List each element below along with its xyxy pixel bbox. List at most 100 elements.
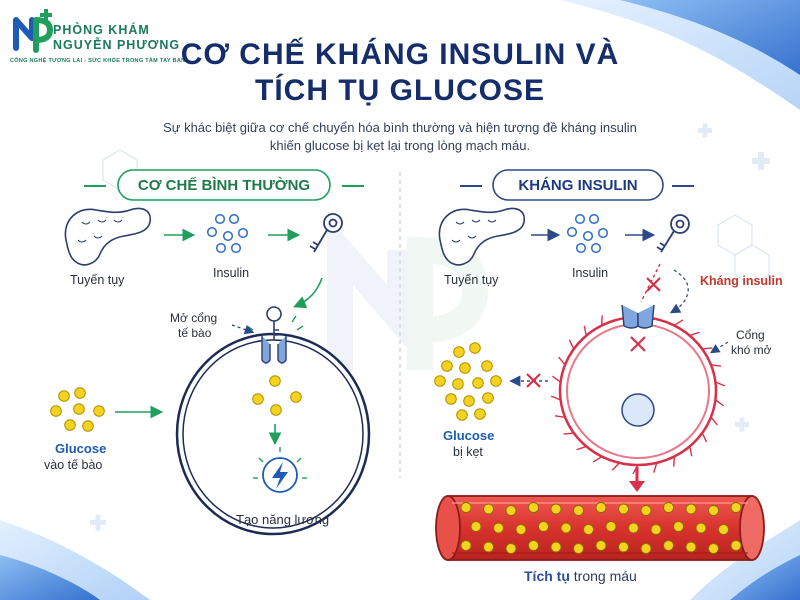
brand-slogan: CÔNG NGHỆ TƯƠNG LAI - SỨC KHỎE TRONG TẦM… xyxy=(10,58,186,64)
arrow-key-to-gate xyxy=(293,277,323,309)
cell-spike xyxy=(551,375,561,383)
resist-label: Kháng insulin xyxy=(700,274,783,288)
blocked-path xyxy=(640,263,661,303)
brand-name-line1: PHÒNG KHÁM xyxy=(53,23,150,37)
stuck-glucose-label: Glucose xyxy=(443,428,495,443)
normal-glucose-sub: vào tế bào xyxy=(44,458,103,472)
normal-section-title: CƠ CHẾ BÌNH THƯỜNG xyxy=(137,177,311,194)
resistance-section-title: KHÁNG INSULIN xyxy=(518,177,638,194)
cell-spike xyxy=(653,462,658,473)
glucose-dot xyxy=(730,502,742,513)
glucose-dot xyxy=(528,502,539,513)
cell-spike xyxy=(592,455,603,463)
decorative-plus-icon xyxy=(90,123,770,531)
energy-bolt-icon xyxy=(253,447,307,493)
glucose-dot xyxy=(730,540,742,551)
clinic-logo-icon xyxy=(13,9,53,53)
gate-label-pointer xyxy=(231,324,255,335)
glucose-dot xyxy=(550,541,562,553)
gate-label-pointer xyxy=(709,341,729,354)
cell-spike xyxy=(611,462,620,471)
glucose-dot xyxy=(483,503,494,515)
arrow-to-vessel-head xyxy=(629,481,645,492)
glucose-dot xyxy=(618,541,629,553)
normal-glucose-label: Glucose xyxy=(55,441,107,456)
glucose-dot xyxy=(650,524,662,535)
glucose-group-left xyxy=(50,387,105,432)
cell-spike xyxy=(568,339,575,350)
glucose-dot xyxy=(505,505,517,516)
glucose-dot xyxy=(560,522,572,534)
resistance-pancreas-label: Tuyến tụy xyxy=(444,273,499,287)
glucose-dot xyxy=(528,540,539,551)
glucose-dot xyxy=(605,521,617,532)
cell-spike xyxy=(673,319,684,327)
cell-spike xyxy=(583,325,587,336)
glucose-dot xyxy=(538,521,549,532)
glucose-dot xyxy=(505,543,517,554)
cell-spike xyxy=(576,445,587,451)
glucose-dot xyxy=(583,524,594,535)
cell-spike xyxy=(554,415,566,418)
resist-label-pointer xyxy=(669,269,689,314)
glucose-in-blood xyxy=(460,502,742,554)
glucose-dot xyxy=(663,502,674,513)
cell-spike xyxy=(702,347,713,350)
closed-receptor-icon xyxy=(621,304,655,329)
glucose-inside-cell xyxy=(252,375,302,416)
cell-spike xyxy=(632,464,639,475)
glucose-dot xyxy=(573,505,584,516)
insulin-molecules-icon xyxy=(206,213,249,254)
glucose-dot xyxy=(595,502,607,513)
glucose-group-stuck xyxy=(434,342,502,421)
pancreas-icon xyxy=(64,207,152,266)
open-receptor-icon xyxy=(246,306,304,364)
normal-insulin-label: Insulin xyxy=(213,266,250,280)
cell-spike xyxy=(558,356,566,366)
glucose-dot xyxy=(663,540,674,551)
cell-spike xyxy=(550,395,561,401)
page-title-line2: TÍCH TỤ GLUCOSE xyxy=(255,74,545,107)
accumulation-label: Tích tụ trong máu xyxy=(524,568,637,584)
glucose-dot xyxy=(515,524,527,535)
glucose-dot xyxy=(708,543,719,554)
normal-gate-label-2: tế bào xyxy=(178,326,212,340)
glucose-dot xyxy=(628,522,639,534)
cell-spike xyxy=(710,364,722,367)
blocked-gate-x-icon xyxy=(630,336,646,352)
cell-spike xyxy=(715,399,725,407)
insulin-molecules-icon xyxy=(566,213,609,254)
cell-spike xyxy=(715,381,726,387)
cell-nucleus xyxy=(621,393,655,427)
subtitle-line1: Sự khác biệt giữa cơ chế chuyển hóa bình… xyxy=(163,120,637,135)
accumulation-label-bold: Tích tụ xyxy=(524,568,570,584)
glucose-dot xyxy=(673,521,684,532)
subtitle-line2: khiến glucose bị kẹt lại trong lòng mạch… xyxy=(269,138,531,153)
cell-spike xyxy=(710,416,718,426)
glucose-dot xyxy=(708,505,719,516)
page-title-line1: CƠ CHẾ KHÁNG INSULIN VÀ xyxy=(180,38,620,71)
normal-cell xyxy=(175,332,371,536)
key-icon xyxy=(309,213,343,253)
normal-section-header xyxy=(84,169,364,201)
resistance-gate-label-1: Cổng xyxy=(736,328,765,342)
glucose-dot xyxy=(460,540,472,551)
cell-spike xyxy=(689,331,700,337)
glucose-dot xyxy=(640,543,652,554)
normal-gate-label-1: Mở cổng xyxy=(170,311,218,325)
resistance-gate-label-2: khó mở xyxy=(731,343,772,357)
blocked-x-icon xyxy=(646,277,661,292)
corner-wave-top-right xyxy=(560,0,800,110)
cell-spike xyxy=(673,456,676,467)
resistance-section-header xyxy=(460,169,694,201)
normal-pancreas-label: Tuyến tụy xyxy=(70,273,125,287)
glucose-dot xyxy=(460,502,472,513)
blocked-entry-x-icon xyxy=(526,373,541,388)
glucose-dot xyxy=(573,543,584,554)
glucose-dot xyxy=(550,503,562,515)
stuck-glucose-sub: bị kẹt xyxy=(453,445,483,459)
glucose-dot xyxy=(595,540,607,551)
energy-label: Tạo năng lượng xyxy=(236,512,330,527)
glucose-dot xyxy=(718,524,729,535)
resistance-insulin-label: Insulin xyxy=(572,266,609,280)
